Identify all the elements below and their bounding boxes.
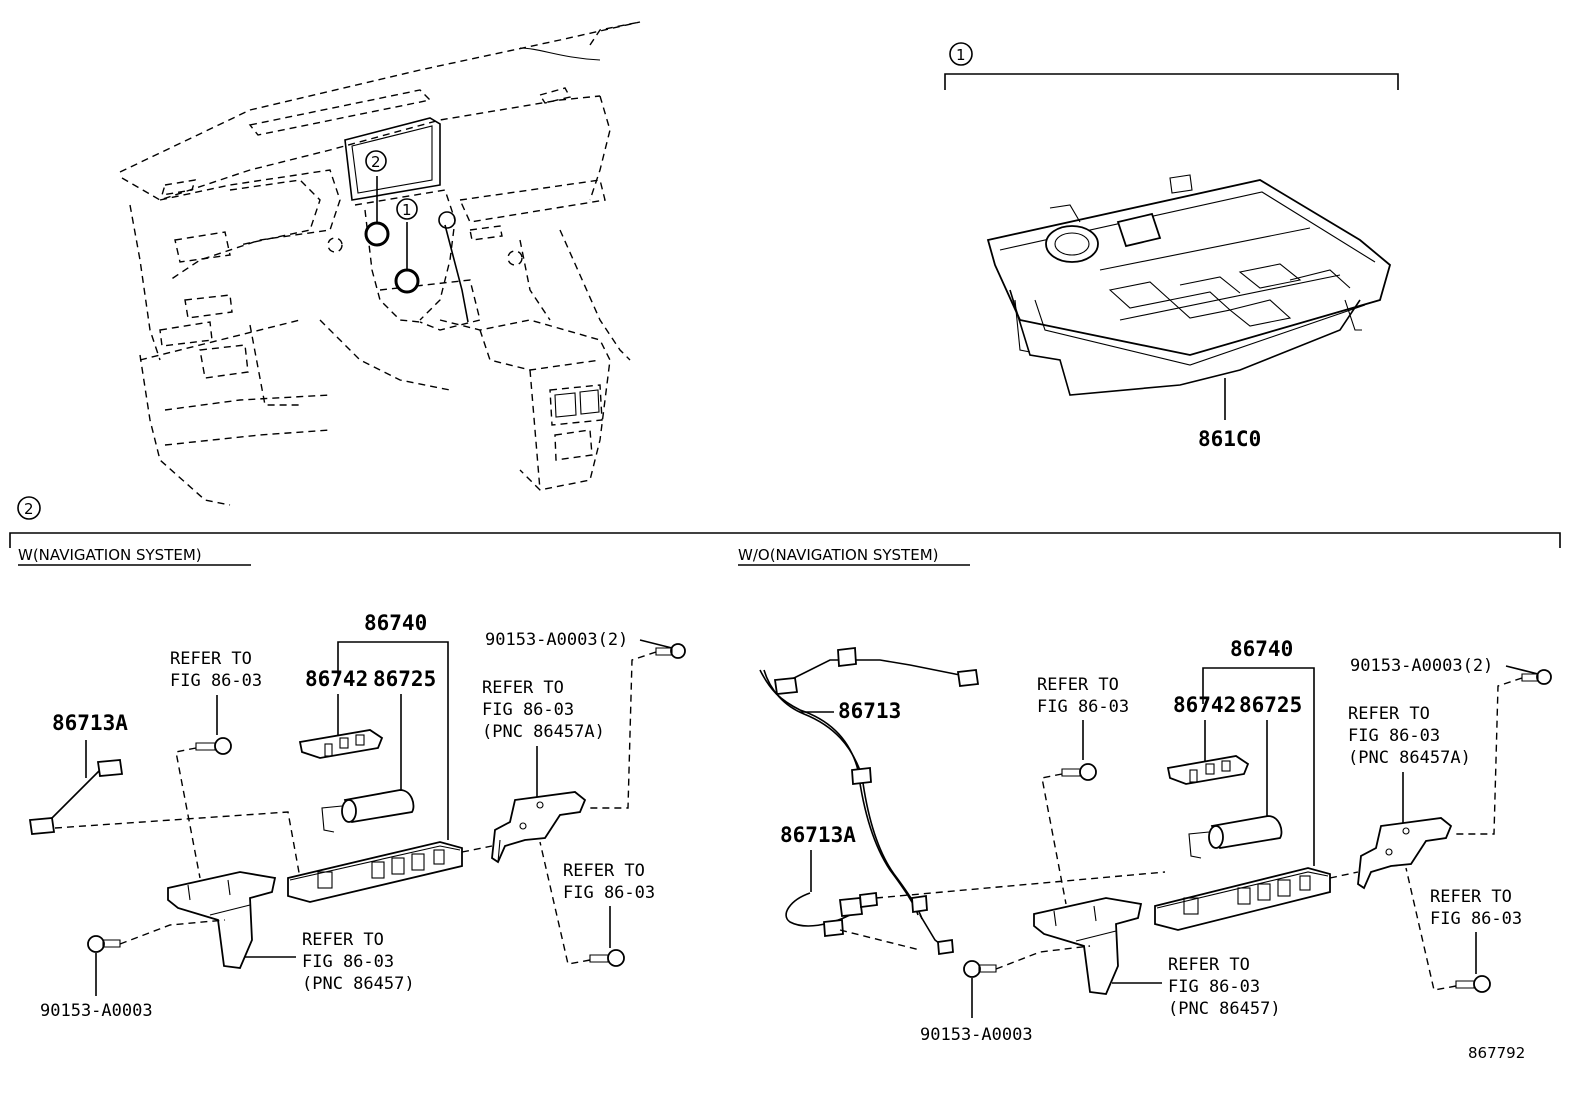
- left-screw-bottom: [87, 935, 121, 953]
- right-label-86713: 86713: [838, 699, 901, 723]
- callout-2-target: [364, 221, 390, 247]
- left-refer-c-line1: REFER TO: [563, 861, 645, 881]
- right-screw-top-label: 90153-A0003(2): [1350, 656, 1493, 676]
- left-screw-top-label: 90153-A0003(2): [485, 630, 628, 650]
- right-label-86742: 86742: [1173, 693, 1236, 717]
- right-refer-c-line2: FIG 86-03: [1430, 909, 1522, 929]
- left-refer-d-line2: FIG 86-03: [302, 952, 394, 972]
- right-bolt-a: [1061, 763, 1097, 781]
- right-refer-a-line1: REFER TO: [1037, 675, 1119, 695]
- callout-1-target: [394, 268, 420, 294]
- right-refer-c-line1: REFER TO: [1430, 887, 1512, 907]
- right-label-86740: 86740: [1230, 637, 1293, 661]
- section-1: 1 861C0: [944, 42, 1399, 451]
- section-2-marker: 2: [24, 500, 34, 518]
- right-86713A-cable: [785, 891, 878, 937]
- left-refer-a-line1: REFER TO: [170, 649, 252, 669]
- callout-2-label: 2: [371, 153, 381, 171]
- left-refer-b-line1: REFER TO: [482, 678, 564, 698]
- left-label-86713A: 86713A: [52, 711, 128, 735]
- left-label-86742: 86742: [305, 667, 368, 691]
- right-refer-d-line3: (PNC 86457): [1168, 999, 1281, 1019]
- left-screw-top: [655, 643, 686, 659]
- left-bolt-c: [589, 949, 625, 967]
- right-refer-b-line1: REFER TO: [1348, 704, 1430, 724]
- right-refer-b-line2: FIG 86-03: [1348, 726, 1440, 746]
- left-refer-b-line3: (PNC 86457A): [482, 722, 605, 742]
- left-refer-b-line2: FIG 86-03: [482, 700, 574, 720]
- right-hinge-bracket: [1357, 817, 1453, 890]
- right-label-86713A: 86713A: [780, 823, 856, 847]
- callout-1-label: 1: [402, 201, 412, 219]
- with-navigation-assembly: 86740 86742 86725 86713A: [28, 611, 686, 1021]
- left-refer-d-line3: (PNC 86457): [302, 974, 415, 994]
- right-label-86725: 86725: [1239, 693, 1302, 717]
- left-bolt-a: [195, 737, 232, 755]
- right-screw-top: [1521, 669, 1552, 685]
- dashboard-illustration: 2 1: [119, 21, 641, 506]
- section-with-navigation-title: W(NAVIGATION SYSTEM): [18, 546, 202, 564]
- section-1-marker: 1: [956, 46, 966, 64]
- left-label-86740: 86740: [364, 611, 427, 635]
- right-screw-bottom-label: 90153-A0003: [920, 1025, 1033, 1045]
- right-refer-d-line2: FIG 86-03: [1168, 977, 1260, 997]
- left-refer-d-line1: REFER TO: [302, 930, 384, 950]
- right-screw-bottom: [963, 960, 997, 978]
- section-2-header: 2 W(NAVIGATION SYSTEM) W/O(NAVIGATION SY…: [9, 496, 1561, 566]
- right-bolt-c: [1455, 975, 1491, 993]
- left-hinge-bracket: [491, 791, 587, 864]
- label-861C0: 861C0: [1198, 427, 1261, 451]
- left-screw-bottom-label: 90153-A0003: [40, 1001, 153, 1021]
- left-refer-c-line2: FIG 86-03: [563, 883, 655, 903]
- figure-number: 867792: [1468, 1044, 1525, 1062]
- right-refer-b-line3: (PNC 86457A): [1348, 748, 1471, 768]
- harness-86713: [759, 646, 980, 956]
- right-refer-a-line2: FIG 86-03: [1037, 697, 1129, 717]
- section-without-navigation-title: W/O(NAVIGATION SYSTEM): [738, 546, 939, 564]
- part-861C0-illustration: [986, 174, 1392, 396]
- right-refer-d-line1: REFER TO: [1168, 955, 1250, 975]
- left-label-86725: 86725: [373, 667, 436, 691]
- without-navigation-assembly: 86713 86713A 86740 86742 86725: [759, 637, 1552, 1045]
- left-refer-a-line2: FIG 86-03: [170, 671, 262, 691]
